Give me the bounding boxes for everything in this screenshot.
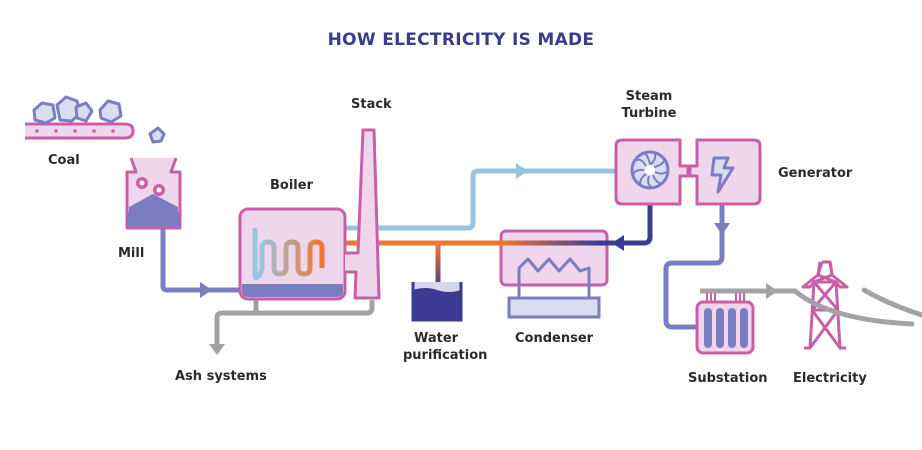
falling-coal-icon bbox=[148, 126, 166, 144]
label-steam-line1: Steam bbox=[625, 89, 673, 104]
power-line bbox=[663, 205, 730, 330]
steam-arrow-icon bbox=[516, 163, 528, 179]
label-generator: Generator bbox=[778, 166, 853, 181]
boiler-icon bbox=[238, 207, 347, 301]
label-steam-line2: Turbine bbox=[621, 106, 677, 121]
return-line bbox=[612, 205, 653, 251]
turbine-fan-icon bbox=[630, 150, 670, 190]
smokestack-icon bbox=[345, 128, 381, 300]
feed-line bbox=[160, 225, 245, 298]
return-arrow-icon bbox=[612, 235, 624, 251]
label-water-line2: purification bbox=[403, 348, 488, 363]
label-water-purification: Water purification bbox=[403, 330, 488, 364]
turbine-icon bbox=[614, 138, 690, 206]
generator-icon bbox=[688, 138, 762, 206]
condenser-icon bbox=[499, 229, 620, 319]
boiler-coil-icon bbox=[259, 239, 325, 277]
transformer-icon bbox=[695, 283, 780, 355]
electricity-arrow-icon bbox=[766, 283, 778, 299]
water-tank-icon bbox=[411, 282, 463, 322]
label-electricity: Electricity bbox=[793, 371, 867, 386]
coal-lumps-icon bbox=[32, 95, 166, 144]
label-condenser: Condenser bbox=[515, 331, 594, 346]
power-wires bbox=[775, 287, 922, 327]
conveyor-belt-icon bbox=[25, 122, 135, 140]
label-stack: Stack bbox=[351, 97, 392, 112]
label-boiler: Boiler bbox=[270, 178, 313, 193]
label-water-line1: Water bbox=[413, 331, 459, 346]
transmission-tower-icon bbox=[801, 260, 849, 350]
mill-gears-icon bbox=[136, 177, 165, 196]
feed-arrow-icon bbox=[200, 282, 212, 298]
power-arrow-icon bbox=[714, 223, 730, 235]
label-mill: Mill bbox=[118, 246, 145, 261]
ash-arrow-icon bbox=[209, 344, 225, 355]
page-title: HOW ELECTRICITY IS MADE bbox=[327, 30, 595, 50]
label-substation: Substation bbox=[688, 371, 768, 386]
label-steam-turbine: Steam Turbine bbox=[614, 88, 684, 122]
label-coal: Coal bbox=[48, 153, 80, 168]
ash-line bbox=[209, 300, 375, 355]
mill-icon bbox=[125, 157, 182, 230]
label-ash-systems: Ash systems bbox=[175, 369, 267, 384]
lightning-bolt-icon bbox=[710, 156, 735, 194]
